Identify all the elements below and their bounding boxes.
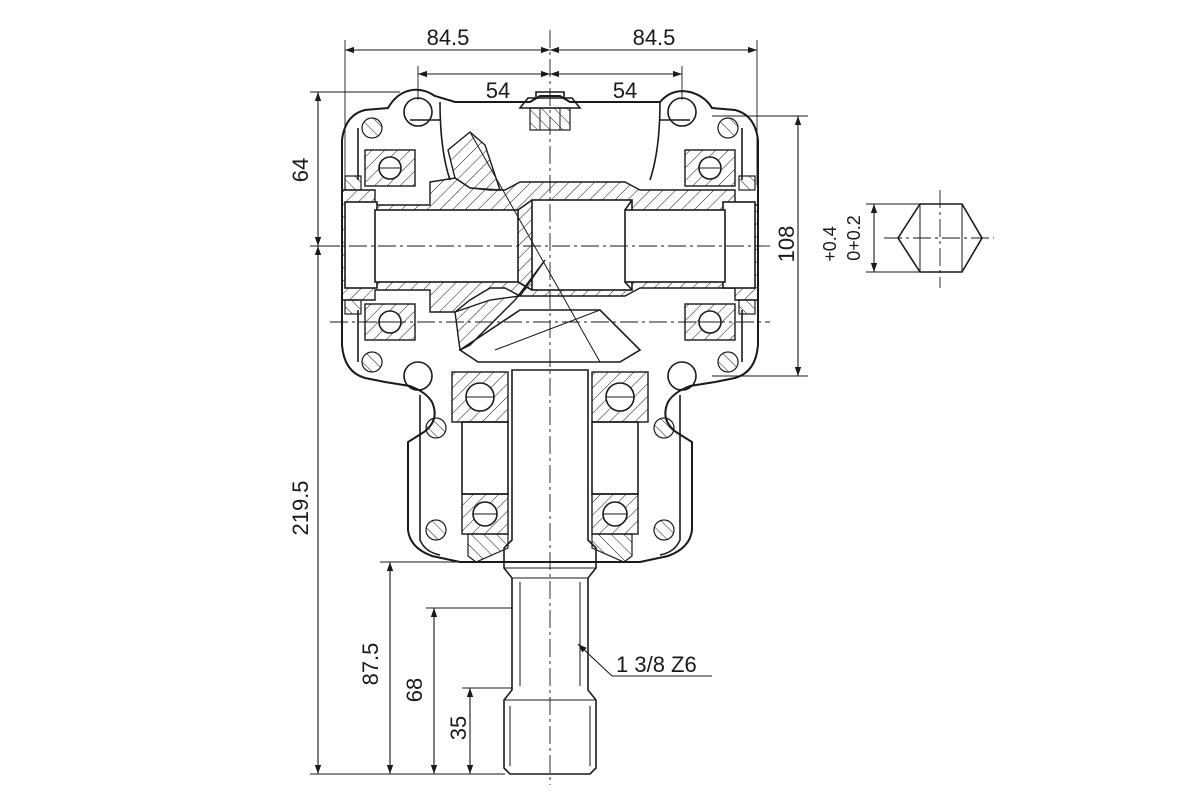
tolerance-lower: 0+0.2 bbox=[844, 215, 864, 261]
spline-callout: 1 3/8 Z6 bbox=[616, 652, 697, 677]
dim-upper-height: 64 bbox=[288, 158, 313, 182]
dim-top-left: 84.5 bbox=[427, 25, 470, 50]
hex-detail bbox=[866, 190, 994, 288]
dim-body-height: 108 bbox=[774, 226, 799, 263]
bevel-gear bbox=[447, 131, 642, 363]
housing-outline bbox=[341, 88, 759, 563]
dim-shaft-68: 68 bbox=[402, 678, 427, 702]
tolerance-upper: +0.4 bbox=[820, 226, 840, 262]
bolt-holes bbox=[361, 97, 739, 541]
vertical-bearings bbox=[451, 371, 649, 563]
centerlines bbox=[320, 30, 770, 785]
dimension-labels: 84.5 84.5 54 54 64 219.5 108 87.5 68 35 … bbox=[288, 25, 864, 740]
dim-shaft-35: 35 bbox=[446, 716, 471, 740]
dim-bolt-right: 54 bbox=[613, 78, 637, 103]
dim-total-height: 219.5 bbox=[288, 480, 313, 535]
dimension-lines bbox=[310, 40, 808, 775]
dim-shaft-87: 87.5 bbox=[358, 643, 383, 686]
dim-bolt-left: 54 bbox=[486, 78, 510, 103]
dim-top-right: 84.5 bbox=[633, 25, 676, 50]
